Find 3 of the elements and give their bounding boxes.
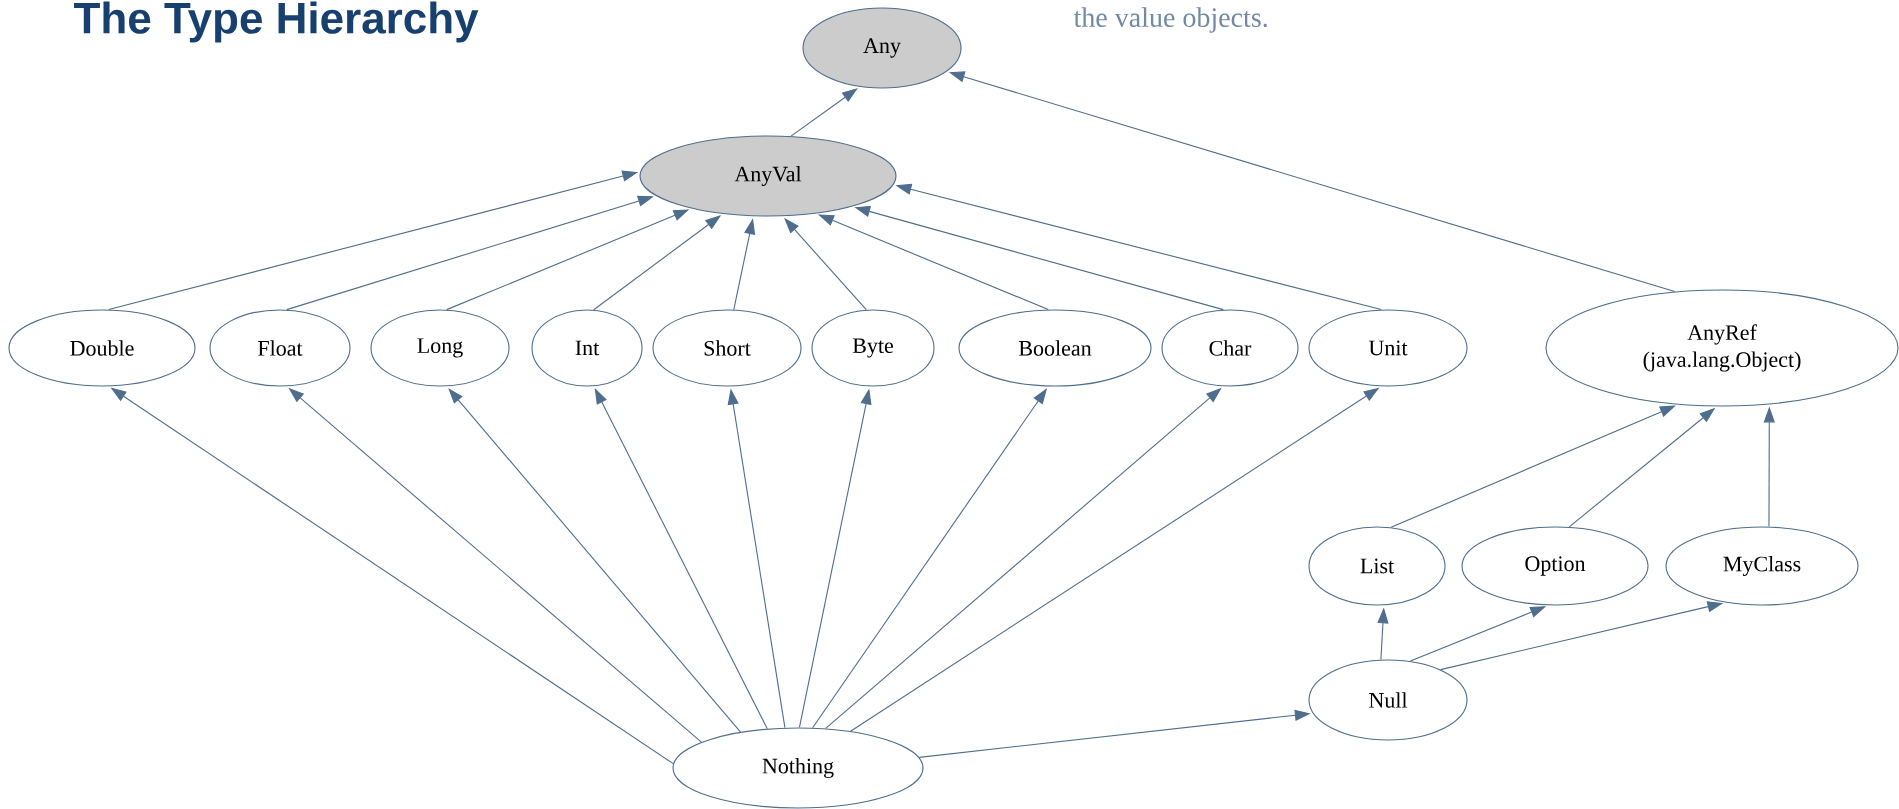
title: The Type Hierarchy: [74, 1, 479, 43]
note-text: the value objects.: [1073, 7, 1267, 33]
arrow: [790, 88, 858, 137]
